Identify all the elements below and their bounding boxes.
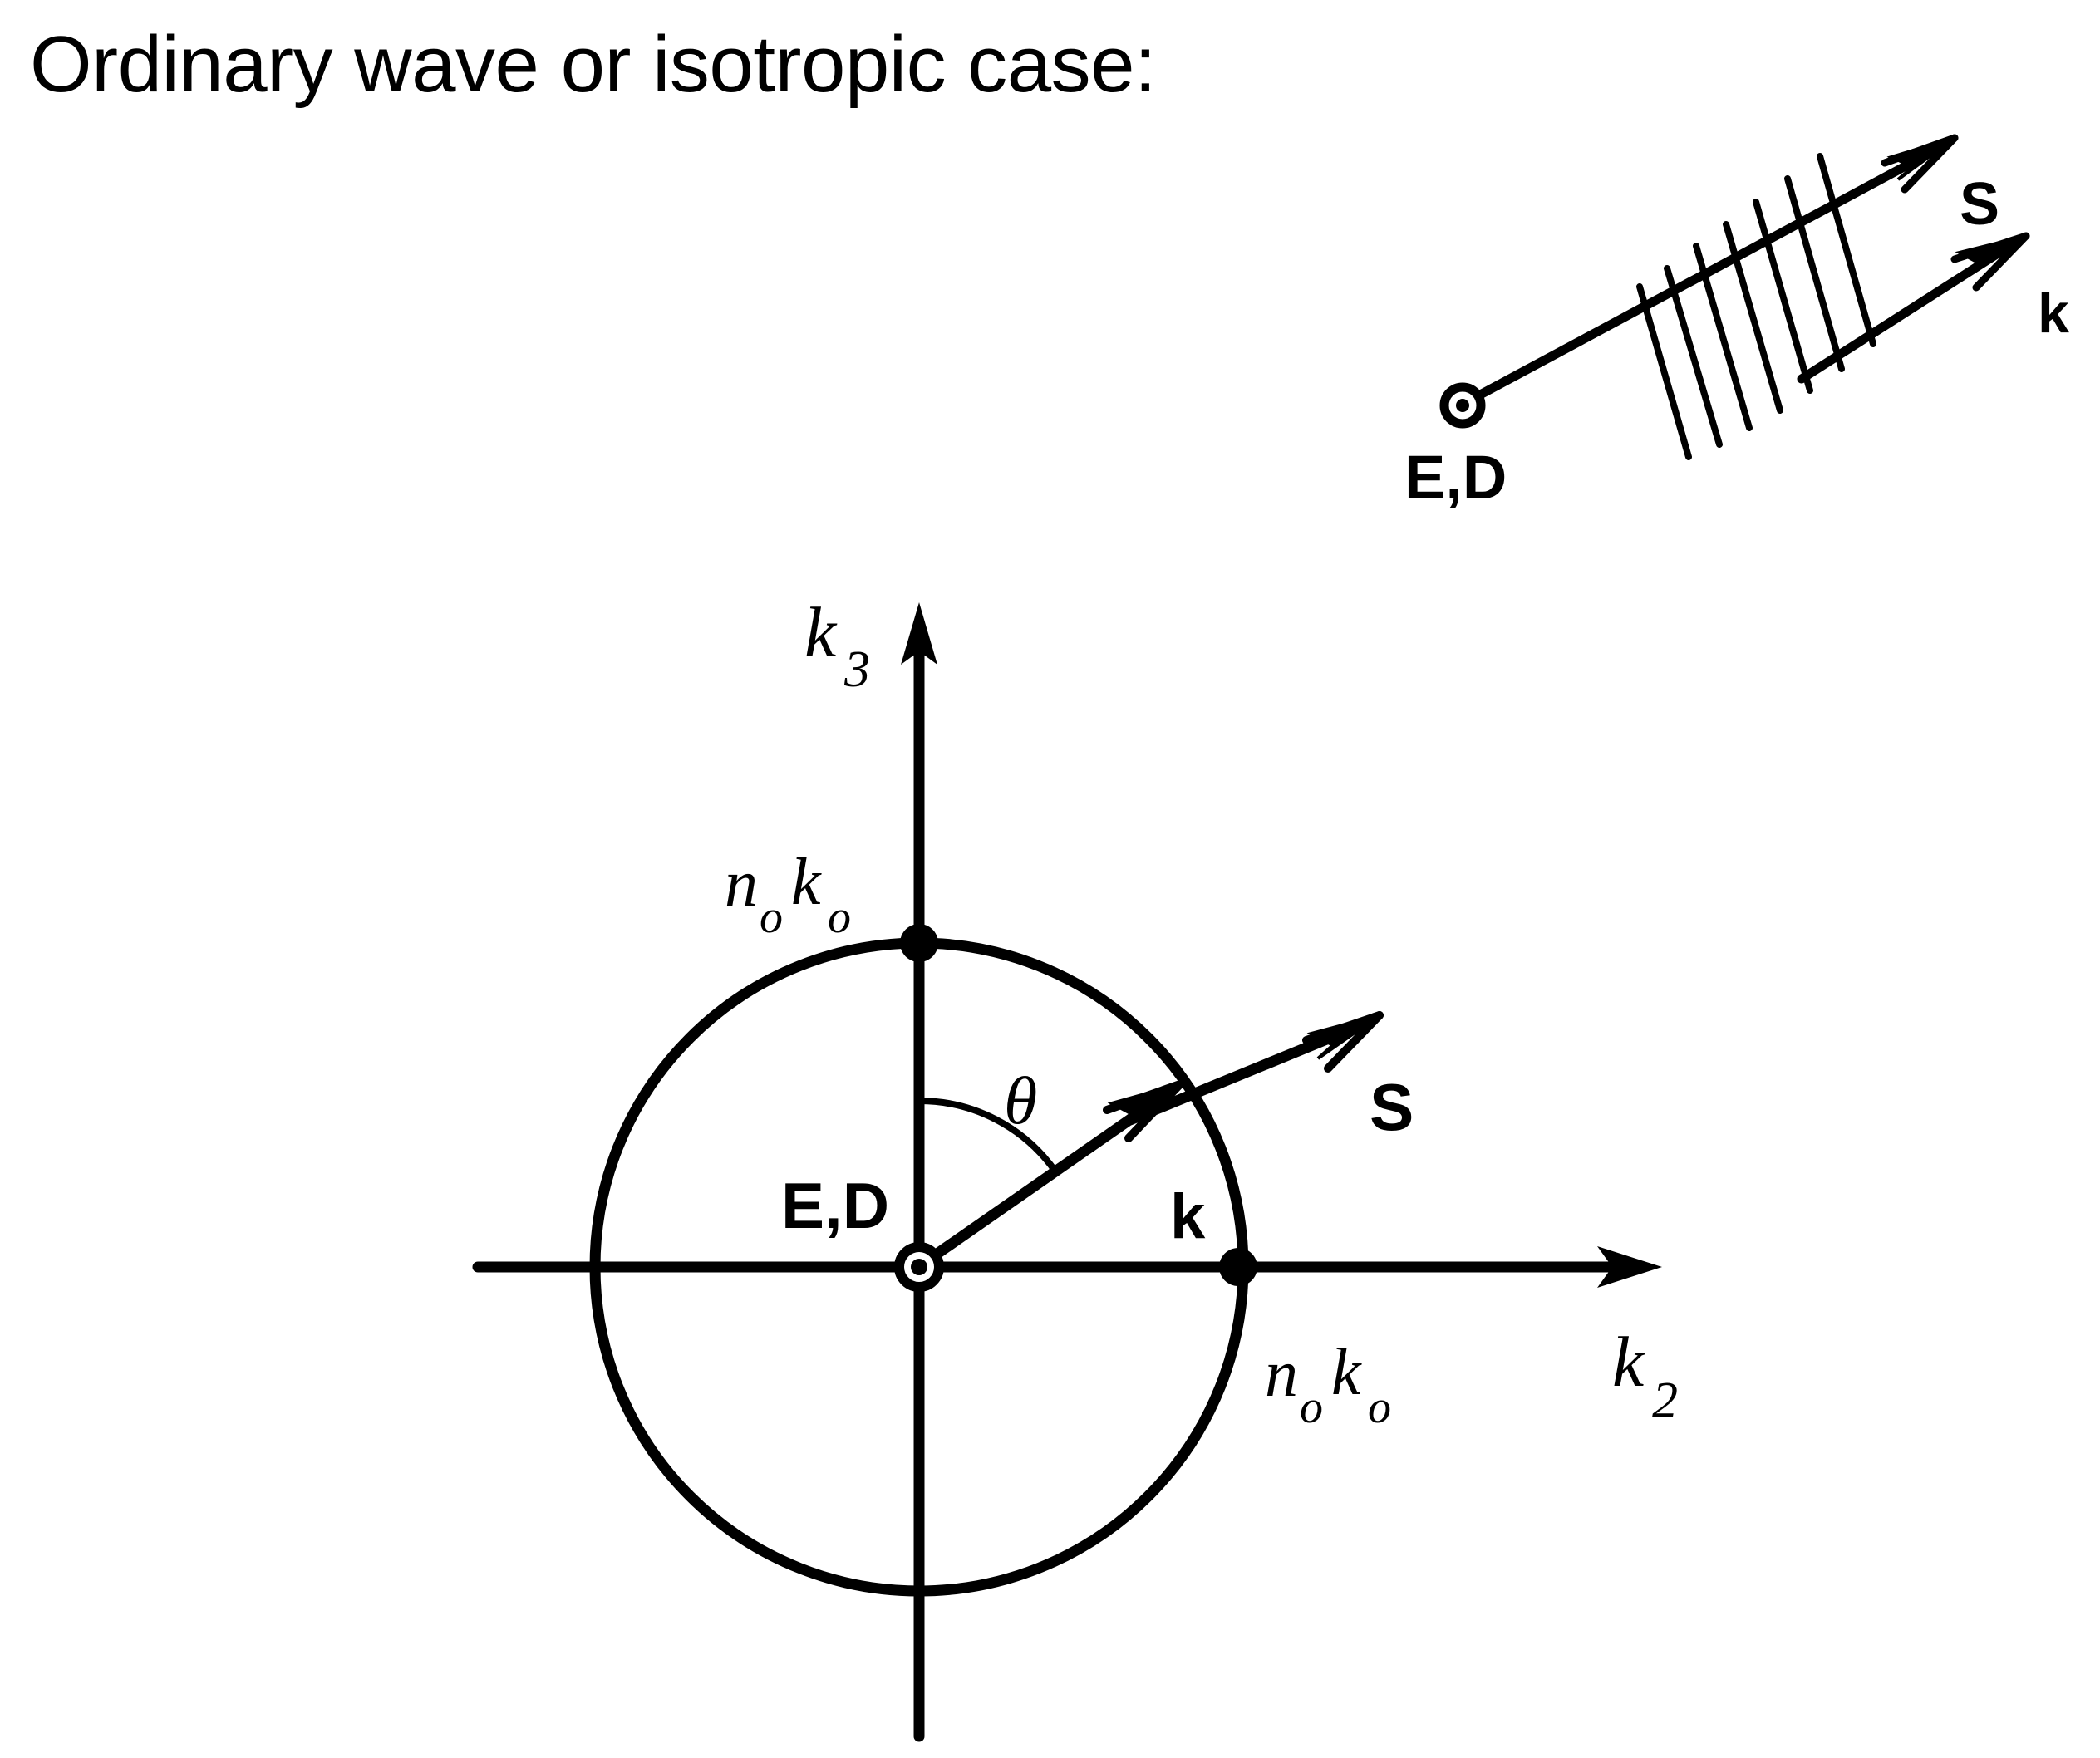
- wavefront-line: [1817, 153, 1876, 347]
- main-field-label: E,D: [781, 1169, 889, 1242]
- s-vector-arrowhead-barb-2: [1324, 1011, 1384, 1073]
- k3-axis-label: k 3: [804, 592, 870, 698]
- radius-label-right-n: n: [1265, 1338, 1298, 1411]
- inset-field-label: E,D: [1404, 443, 1507, 512]
- inset-wavevector-label: k: [2038, 282, 2069, 345]
- wavefront-line: [1693, 243, 1753, 431]
- k3-axis-label-base: k: [804, 592, 838, 672]
- inset-diagram: S k E,D: [1404, 134, 2069, 512]
- s-vector-line: [1124, 1023, 1359, 1126]
- k2-axis-label-subscript: 2: [1652, 1373, 1678, 1429]
- k2-axis-label-base: k: [1612, 1322, 1645, 1402]
- radius-label-right-k: k: [1331, 1336, 1362, 1409]
- k3-axis-arrowhead: [901, 602, 937, 665]
- theta-angle-arc: [916, 1097, 1059, 1175]
- inset-wavefronts: [1636, 153, 1876, 460]
- radius-label-top-n: n: [725, 847, 758, 921]
- main-poynting-label: S: [1370, 1070, 1414, 1144]
- radius-label-top: n o k o: [725, 846, 851, 943]
- k3-axis-label-subscript: 3: [843, 641, 870, 698]
- main-origin-circle-dot-icon: [894, 1242, 944, 1292]
- radius-label-top-k: k: [791, 846, 822, 919]
- inset-s-arrowhead-barb-2: [1901, 134, 1959, 194]
- theta-label: θ: [1004, 1063, 1037, 1138]
- inset-k-arrowhead-barb-1: [1950, 232, 2030, 263]
- k2-axis-label: k 2: [1612, 1322, 1678, 1429]
- wavefront-line: [1784, 175, 1845, 372]
- inset-k-arrowhead-barb-2: [1972, 232, 2030, 292]
- radius-label-right: n o k o: [1265, 1336, 1391, 1433]
- main-wavevector-label: k: [1170, 1181, 1206, 1252]
- radius-label-top-k-sub: o: [828, 891, 851, 943]
- top-intersection-dot: [900, 924, 938, 962]
- wavefront-line: [1664, 265, 1723, 448]
- k2-axis-arrowhead: [1597, 1246, 1662, 1288]
- inset-origin-circle-dot-icon: [1439, 382, 1486, 429]
- right-intersection-dot: [1219, 1248, 1257, 1286]
- radius-label-right-k-sub: o: [1368, 1382, 1391, 1433]
- radius-label-right-n-sub: o: [1300, 1382, 1323, 1433]
- radius-label-top-n-sub: o: [760, 891, 783, 943]
- wavefront-line: [1723, 221, 1783, 414]
- wavefront-line: [1753, 199, 1813, 394]
- k-vector-arrowhead-barb-1: [1103, 1080, 1184, 1114]
- wavefront-line: [1636, 283, 1692, 460]
- inset-poynting-label: S: [1960, 171, 1999, 238]
- page-title: Ordinary wave or isotropic case:: [30, 20, 1157, 109]
- inset-s-arrowhead-barb-1: [1881, 134, 1959, 167]
- s-vector-arrowhead-barb-1: [1302, 1011, 1384, 1044]
- main-diagram: k 3 k 2 n o k o n o k o θ: [472, 592, 1678, 1742]
